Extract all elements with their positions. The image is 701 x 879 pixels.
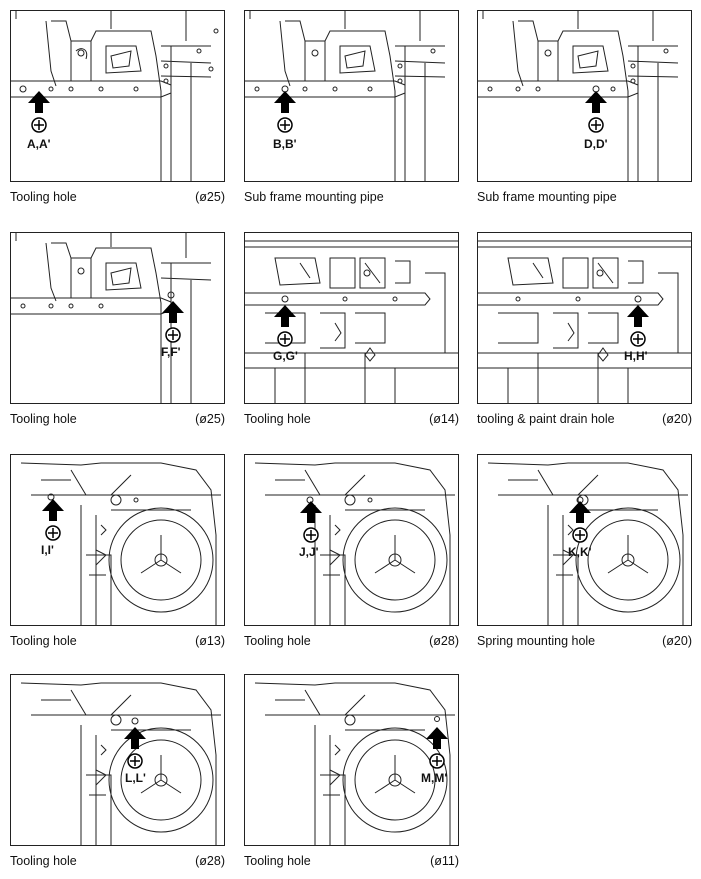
- floor-diagram: [245, 240, 458, 403]
- front-rail-diagram: [478, 11, 679, 181]
- front-rail-diagram: [11, 233, 212, 403]
- caption-description: Spring mounting hole: [477, 634, 596, 648]
- diagram-frame: D,D': [477, 10, 692, 182]
- hole-label: M,M': [421, 771, 448, 785]
- caption-description: Sub frame mounting pipe: [477, 190, 617, 204]
- caption-description: Tooling hole: [244, 854, 311, 868]
- diagram-frame: F,F': [10, 232, 225, 404]
- caption-description: Tooling hole: [244, 412, 311, 426]
- front-rail-diagram: [11, 11, 219, 181]
- rear-wheelhouse-diagram: [254, 462, 455, 625]
- caption-description: Tooling hole: [10, 634, 77, 648]
- diagram-frame: L,L': [10, 674, 225, 846]
- arrow-indicator: [162, 301, 184, 343]
- floor-diagram: [478, 240, 691, 403]
- caption-description: Tooling hole: [10, 854, 77, 868]
- diagram-frame: K,K': [477, 454, 692, 626]
- arrow-indicator: [426, 727, 448, 769]
- caption-description: Tooling hole: [10, 190, 77, 204]
- caption: Tooling hole (ø28): [10, 854, 225, 870]
- arrow-indicator: [569, 501, 591, 543]
- arrow-indicator: [28, 91, 50, 133]
- caption: Tooling hole (ø25): [10, 412, 225, 428]
- caption-diameter: (ø28): [195, 854, 225, 868]
- rear-wheelhouse-diagram: [20, 462, 221, 625]
- rear-wheelhouse-diagram: [487, 462, 688, 625]
- caption-diameter: (ø11): [430, 854, 459, 868]
- arrow-indicator: [627, 305, 649, 347]
- hole-label: L,L': [125, 771, 146, 785]
- caption: Sub frame mounting pipe: [244, 190, 459, 206]
- diagram-frame: B,B': [244, 10, 459, 182]
- caption-diameter: (ø14): [429, 412, 459, 426]
- arrow-indicator: [124, 727, 146, 769]
- caption: Sub frame mounting pipe: [477, 190, 692, 206]
- hole-label: J,J': [299, 545, 319, 559]
- arrow-indicator: [585, 91, 607, 133]
- caption-diameter: (ø25): [195, 190, 225, 204]
- diagram-frame: H,H': [477, 232, 692, 404]
- caption: Spring mounting hole (ø20): [477, 634, 692, 650]
- caption-description: Tooling hole: [10, 412, 77, 426]
- caption-description: Tooling hole: [244, 634, 311, 648]
- hole-label: I,I': [41, 543, 54, 557]
- diagram-frame: M,M': [244, 674, 459, 846]
- front-rail-diagram: [245, 11, 446, 181]
- hole-label: F,F': [161, 345, 181, 359]
- caption: tooling & paint drain hole (ø20): [477, 412, 692, 428]
- arrow-indicator: [274, 305, 296, 347]
- diagram-frame: A,A': [10, 10, 225, 182]
- arrow-indicator: [42, 499, 64, 541]
- hole-label: D,D': [584, 137, 608, 151]
- diagram-frame: G,G': [244, 232, 459, 404]
- caption-diameter: (ø20): [662, 634, 692, 648]
- arrow-indicator: [300, 501, 322, 543]
- rear-wheelhouse-diagram: [20, 682, 221, 845]
- hole-label: B,B': [273, 137, 297, 151]
- caption-diameter: (ø25): [195, 412, 225, 426]
- hole-label: A,A': [27, 137, 51, 151]
- caption: Tooling hole (ø14): [244, 412, 459, 428]
- arrow-indicator: [274, 91, 296, 133]
- caption-diameter: (ø28): [429, 634, 459, 648]
- caption: Tooling hole (ø28): [244, 634, 459, 650]
- hole-label: H,H': [624, 349, 648, 363]
- caption: Tooling hole (ø13): [10, 634, 225, 650]
- caption-diameter: (ø20): [662, 412, 692, 426]
- caption-description: Sub frame mounting pipe: [244, 190, 384, 204]
- hole-label: G,G': [273, 349, 298, 363]
- caption: Tooling hole (ø11): [244, 854, 459, 870]
- caption: Tooling hole (ø25): [10, 190, 225, 206]
- caption-diameter: (ø13): [195, 634, 225, 648]
- diagram-frame: J,J': [244, 454, 459, 626]
- hole-label: K,K': [568, 545, 592, 559]
- rear-wheelhouse-diagram: [254, 682, 455, 845]
- diagram-frame: I,I': [10, 454, 225, 626]
- caption-description: tooling & paint drain hole: [477, 412, 615, 426]
